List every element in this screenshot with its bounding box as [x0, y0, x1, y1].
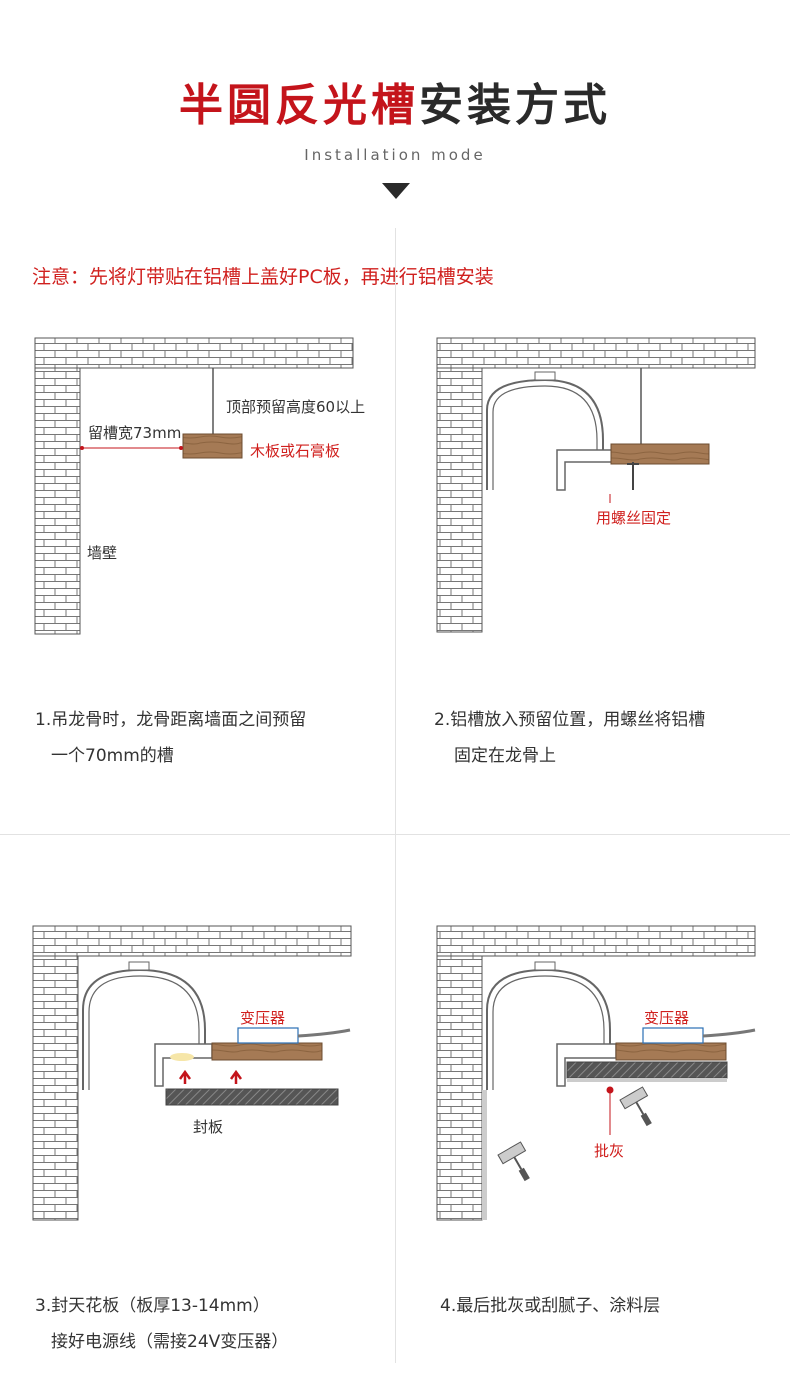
step2-caption: 2.铝槽放入预留位置，用螺丝将铝槽 固定在龙骨上 [434, 702, 705, 774]
roller-icon [619, 1086, 652, 1127]
step2-caption-line2: 固定在龙骨上 [454, 746, 556, 766]
step4-caption-line1: 4.最后批灰或刮腻子、涂料层 [440, 1296, 661, 1316]
step1-caption-line1: 1.吊龙骨时，龙骨距离墙面之间预留 [35, 710, 307, 730]
label-transformer: 变压器 [644, 1009, 690, 1027]
title-dark: 安装方式 [419, 80, 611, 131]
step2-caption-line1: 2.铝槽放入预留位置，用螺丝将铝槽 [434, 710, 706, 730]
step1-caption: 1.吊龙骨时，龙骨距离墙面之间预留 一个70mm的槽 [35, 702, 306, 774]
step3-caption-line2: 接好电源线（需接24V变压器） [51, 1332, 289, 1352]
label-screw: 用螺丝固定 [596, 509, 672, 527]
step4-diagram [436, 925, 756, 1221]
label-wall: 墙壁 [87, 544, 118, 562]
title-red: 半圆反光槽 [179, 80, 419, 131]
divider-vertical [395, 228, 396, 1363]
step4-caption: 4.最后批灰或刮腻子、涂料层 [440, 1288, 660, 1324]
label-top-reserve: 顶部预留高度60以上 [226, 398, 366, 416]
label-sealing-board: 封板 [193, 1118, 224, 1136]
step2-diagram [436, 337, 756, 633]
label-putty: 批灰 [594, 1142, 625, 1160]
page-subtitle: Installation mode [304, 146, 486, 164]
label-board: 木板或石膏板 [250, 442, 341, 460]
step3-caption: 3.封天花板（板厚13-14mm） 接好电源线（需接24V变压器） [35, 1288, 288, 1360]
roller-icon [497, 1141, 530, 1182]
page-title: 半圆反光槽安装方式 [0, 78, 790, 134]
label-transformer: 变压器 [240, 1009, 286, 1027]
divider-horizontal [0, 834, 790, 835]
step3-diagram [32, 925, 352, 1221]
step1-caption-line2: 一个70mm的槽 [51, 746, 174, 766]
step1-diagram [34, 337, 354, 635]
install-notice: 注意：先将灯带贴在铝槽上盖好PC板，再进行铝槽安装 [32, 266, 494, 288]
label-slot-width: 留槽宽73mm [88, 424, 182, 442]
step3-caption-line1: 3.封天花板（板厚13-14mm） [35, 1296, 270, 1316]
arrow-down-icon [382, 183, 410, 199]
